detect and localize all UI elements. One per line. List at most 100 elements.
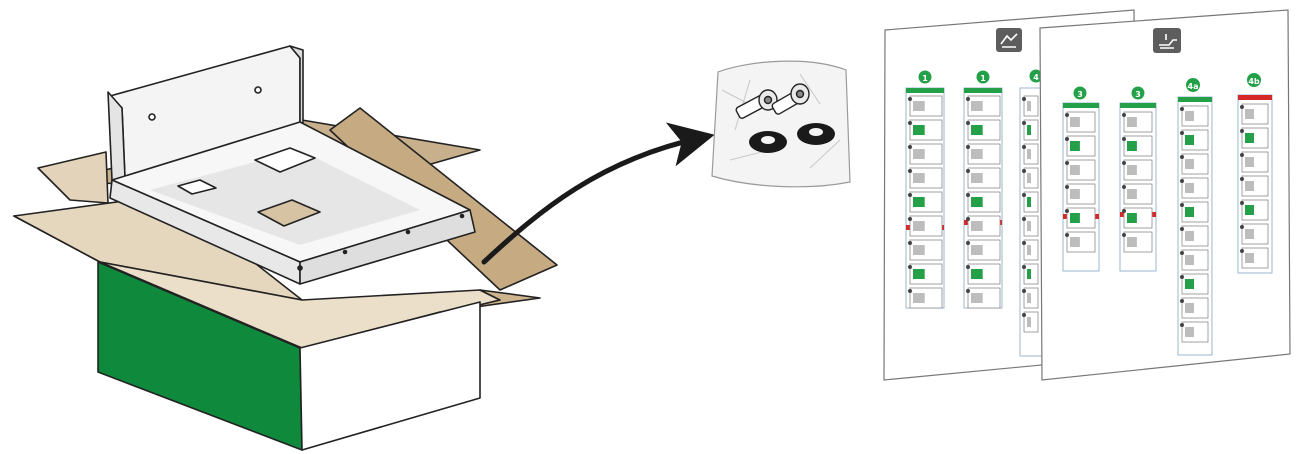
bracket-slot-top — [254, 147, 316, 173]
step-thumbnail-mark — [971, 221, 983, 231]
step-thumbnail-mark — [1185, 231, 1194, 241]
step-thumbnail-mark — [1185, 111, 1194, 121]
step-thumbnail-dot — [1122, 233, 1126, 237]
step-thumbnail-mark — [1070, 189, 1080, 199]
washer-icon — [749, 131, 787, 153]
step-thumbnail-dot — [1122, 137, 1126, 141]
step-thumbnail-dot — [1022, 265, 1026, 269]
step-thumbnail-dot — [1180, 227, 1184, 231]
step-thumbnail-mark — [1185, 135, 1194, 145]
step-thumbnail-dot — [1180, 251, 1184, 255]
step-thumbnail-mark — [1185, 303, 1194, 313]
step-thumbnail-dot — [908, 121, 912, 125]
step-thumbnail-dot — [1180, 299, 1184, 303]
step-thumbnail-mark — [913, 197, 925, 207]
step-thumbnail-mark — [1127, 141, 1137, 151]
step-thumbnail-dot — [1122, 185, 1126, 189]
bracket-screw-hole — [254, 86, 262, 94]
step-thumbnail-dot — [966, 217, 970, 221]
step-thumbnail-mark — [971, 269, 983, 279]
step-number: 4b — [1248, 77, 1260, 86]
step-thumbnail-mark — [1070, 165, 1080, 175]
step-thumbnail-dot — [1022, 169, 1026, 173]
step-thumbnail-dot — [966, 121, 970, 125]
step-thumbnail-dot — [966, 193, 970, 197]
box-side-white — [299, 301, 481, 451]
step-thumbnail-dot — [1022, 97, 1026, 101]
step-thumbnail-dot — [1022, 121, 1026, 125]
bracket-screw-hole — [148, 113, 156, 121]
step-thumbnail-dot — [1180, 179, 1184, 183]
step-thumbnail-mark — [1027, 293, 1031, 303]
step-thumbnail-dot — [908, 169, 912, 173]
step-number: 1 — [922, 74, 928, 83]
step-thumbnail-mark — [1245, 181, 1254, 191]
step-thumbnail-dot — [1180, 275, 1184, 279]
step-thumbnail-dot — [908, 193, 912, 197]
step-number: 4a — [1188, 82, 1199, 91]
step-thumbnail-mark — [1027, 173, 1031, 183]
step-thumbnail-mark — [1027, 221, 1031, 231]
step-thumbnail-dot — [1240, 225, 1244, 229]
step-thumbnail-mark — [1185, 159, 1194, 169]
step-thumbnail-mark — [913, 221, 925, 231]
bracket-slot-left — [177, 179, 217, 195]
step-thumbnail-dot — [908, 145, 912, 149]
step-thumbnail-dot — [1022, 193, 1026, 197]
step-thumbnail-dot — [1240, 153, 1244, 157]
step-thumbnail-dot — [1240, 177, 1244, 181]
step-thumbnail-mark — [1127, 117, 1137, 127]
hardware-bag — [711, 60, 851, 188]
step-thumbnail-dot — [1065, 137, 1069, 141]
step-thumbnail-mark — [1127, 213, 1137, 223]
step-number: 3 — [1077, 90, 1083, 99]
step-thumbnail-dot — [1022, 217, 1026, 221]
step-thumbnail-dot — [1180, 131, 1184, 135]
step-thumbnail-mark — [1027, 269, 1031, 279]
step-thumbnail-dot — [908, 217, 912, 221]
step-thumbnail-dot — [1122, 113, 1126, 117]
step-thumbnail-mark — [1245, 205, 1254, 215]
wall-bracket — [107, 45, 476, 285]
unpack-arrow — [481, 122, 715, 265]
step-thumbnail-dot — [1065, 161, 1069, 165]
step-thumbnail-mark — [1245, 157, 1254, 167]
hand-wall-icon — [996, 28, 1022, 52]
step-thumbnail-mark — [1027, 125, 1031, 135]
step-thumbnail-dot — [966, 169, 970, 173]
screw-icon — [771, 83, 810, 115]
step-thumbnail-dot — [1065, 209, 1069, 213]
bracket-rivet — [297, 265, 303, 271]
step-thumbnail-mark — [1245, 133, 1254, 143]
step-number: 3 — [1135, 90, 1141, 99]
step-thumbnail-mark — [1185, 279, 1194, 289]
step-thumbnail-dot — [1180, 203, 1184, 207]
step-thumbnail-mark — [913, 293, 925, 303]
sheet-front-paper — [1039, 9, 1291, 381]
step-thumbnail-dot — [1065, 185, 1069, 189]
step-thumbnail-dot — [1240, 201, 1244, 205]
step-thumbnail-dot — [966, 145, 970, 149]
step-thumbnail-dot — [1122, 209, 1126, 213]
step-thumbnail-dot — [908, 289, 912, 293]
box-flap-back-left — [37, 151, 109, 204]
step-thumbnail-dot — [1065, 113, 1069, 117]
step-thumbnail-mark — [1027, 101, 1031, 111]
step-thumbnail-mark — [1245, 109, 1254, 119]
step-thumbnail-mark — [913, 149, 925, 159]
step-thumbnail-mark — [971, 149, 983, 159]
step-number: 1 — [980, 74, 986, 83]
step-thumbnail-dot — [1180, 107, 1184, 111]
bag-wrinkle — [721, 73, 841, 169]
washer-icon — [797, 123, 835, 145]
hand-bracket-icon — [1153, 28, 1181, 53]
step-thumbnail-mark — [913, 269, 925, 279]
step-thumbnail-dot — [1122, 161, 1126, 165]
bracket-right-lip — [299, 209, 476, 285]
step-thumbnail-mark — [1027, 317, 1031, 327]
step-thumbnail-mark — [1070, 117, 1080, 127]
step-number: 4 — [1033, 73, 1039, 82]
bracket-rivet — [342, 249, 348, 255]
step-thumbnail-mark — [1027, 245, 1031, 255]
